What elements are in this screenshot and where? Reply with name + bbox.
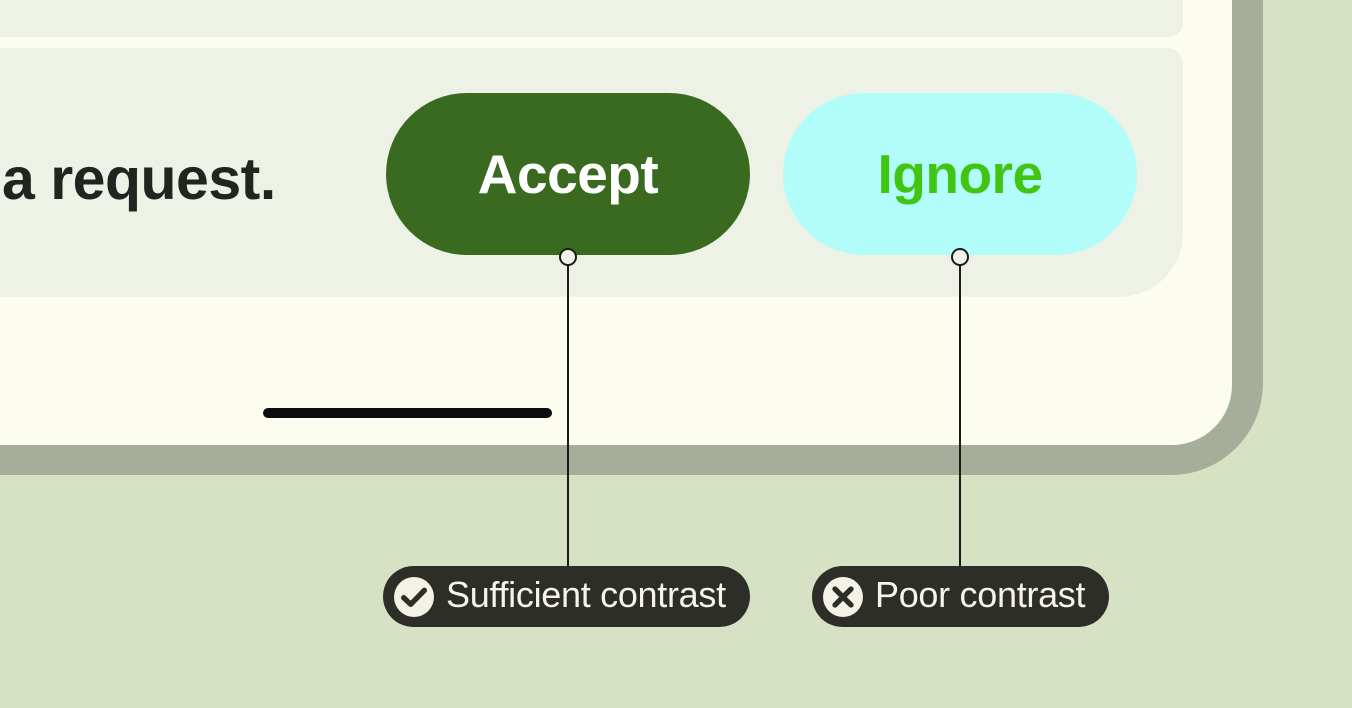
ignore-button[interactable]: Ignore <box>783 93 1137 255</box>
connector-line-accept <box>567 266 569 567</box>
check-circle-icon <box>394 576 434 617</box>
annotation-poor-contrast: Poor contrast <box>812 566 1110 627</box>
connector-line-ignore <box>959 266 961 567</box>
connector-dot-ignore <box>951 248 969 266</box>
connector-dot-accept <box>559 248 577 266</box>
home-indicator-bar <box>263 408 552 418</box>
annotation-sufficient-contrast: Sufficient contrast <box>383 566 750 627</box>
x-circle-icon <box>823 576 863 617</box>
notification-message-text: a request. <box>2 146 276 212</box>
notification-card-partial <box>0 0 1183 37</box>
accept-button[interactable]: Accept <box>386 93 750 255</box>
annotation-label: Poor contrast <box>875 574 1086 615</box>
annotation-label: Sufficient contrast <box>446 574 726 615</box>
